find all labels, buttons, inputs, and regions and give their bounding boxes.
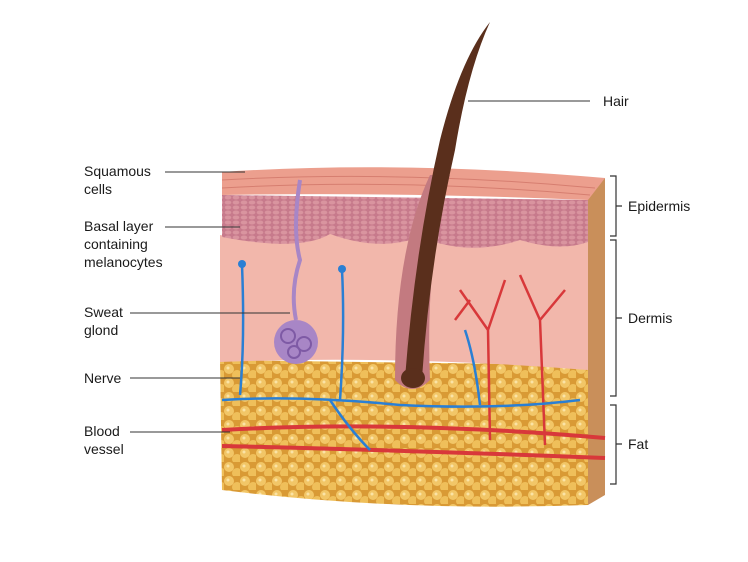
nerves (221, 264, 581, 451)
label-fat: Fat (628, 436, 649, 452)
basal-layer (222, 195, 588, 248)
label-dermis: Dermis (628, 310, 673, 326)
layer-brackets (610, 175, 622, 485)
label-nerve: Nerve (84, 370, 122, 386)
epidermis-top (222, 167, 605, 200)
blood-vessels (221, 274, 606, 460)
sweat-gland (274, 179, 318, 364)
label-hair: Hair (603, 93, 629, 109)
label-epidermis: Epidermis (628, 198, 691, 214)
leader-lines (130, 100, 590, 433)
hair-shaft (405, 22, 490, 378)
fat-layer (220, 360, 588, 507)
side-face (588, 178, 605, 505)
